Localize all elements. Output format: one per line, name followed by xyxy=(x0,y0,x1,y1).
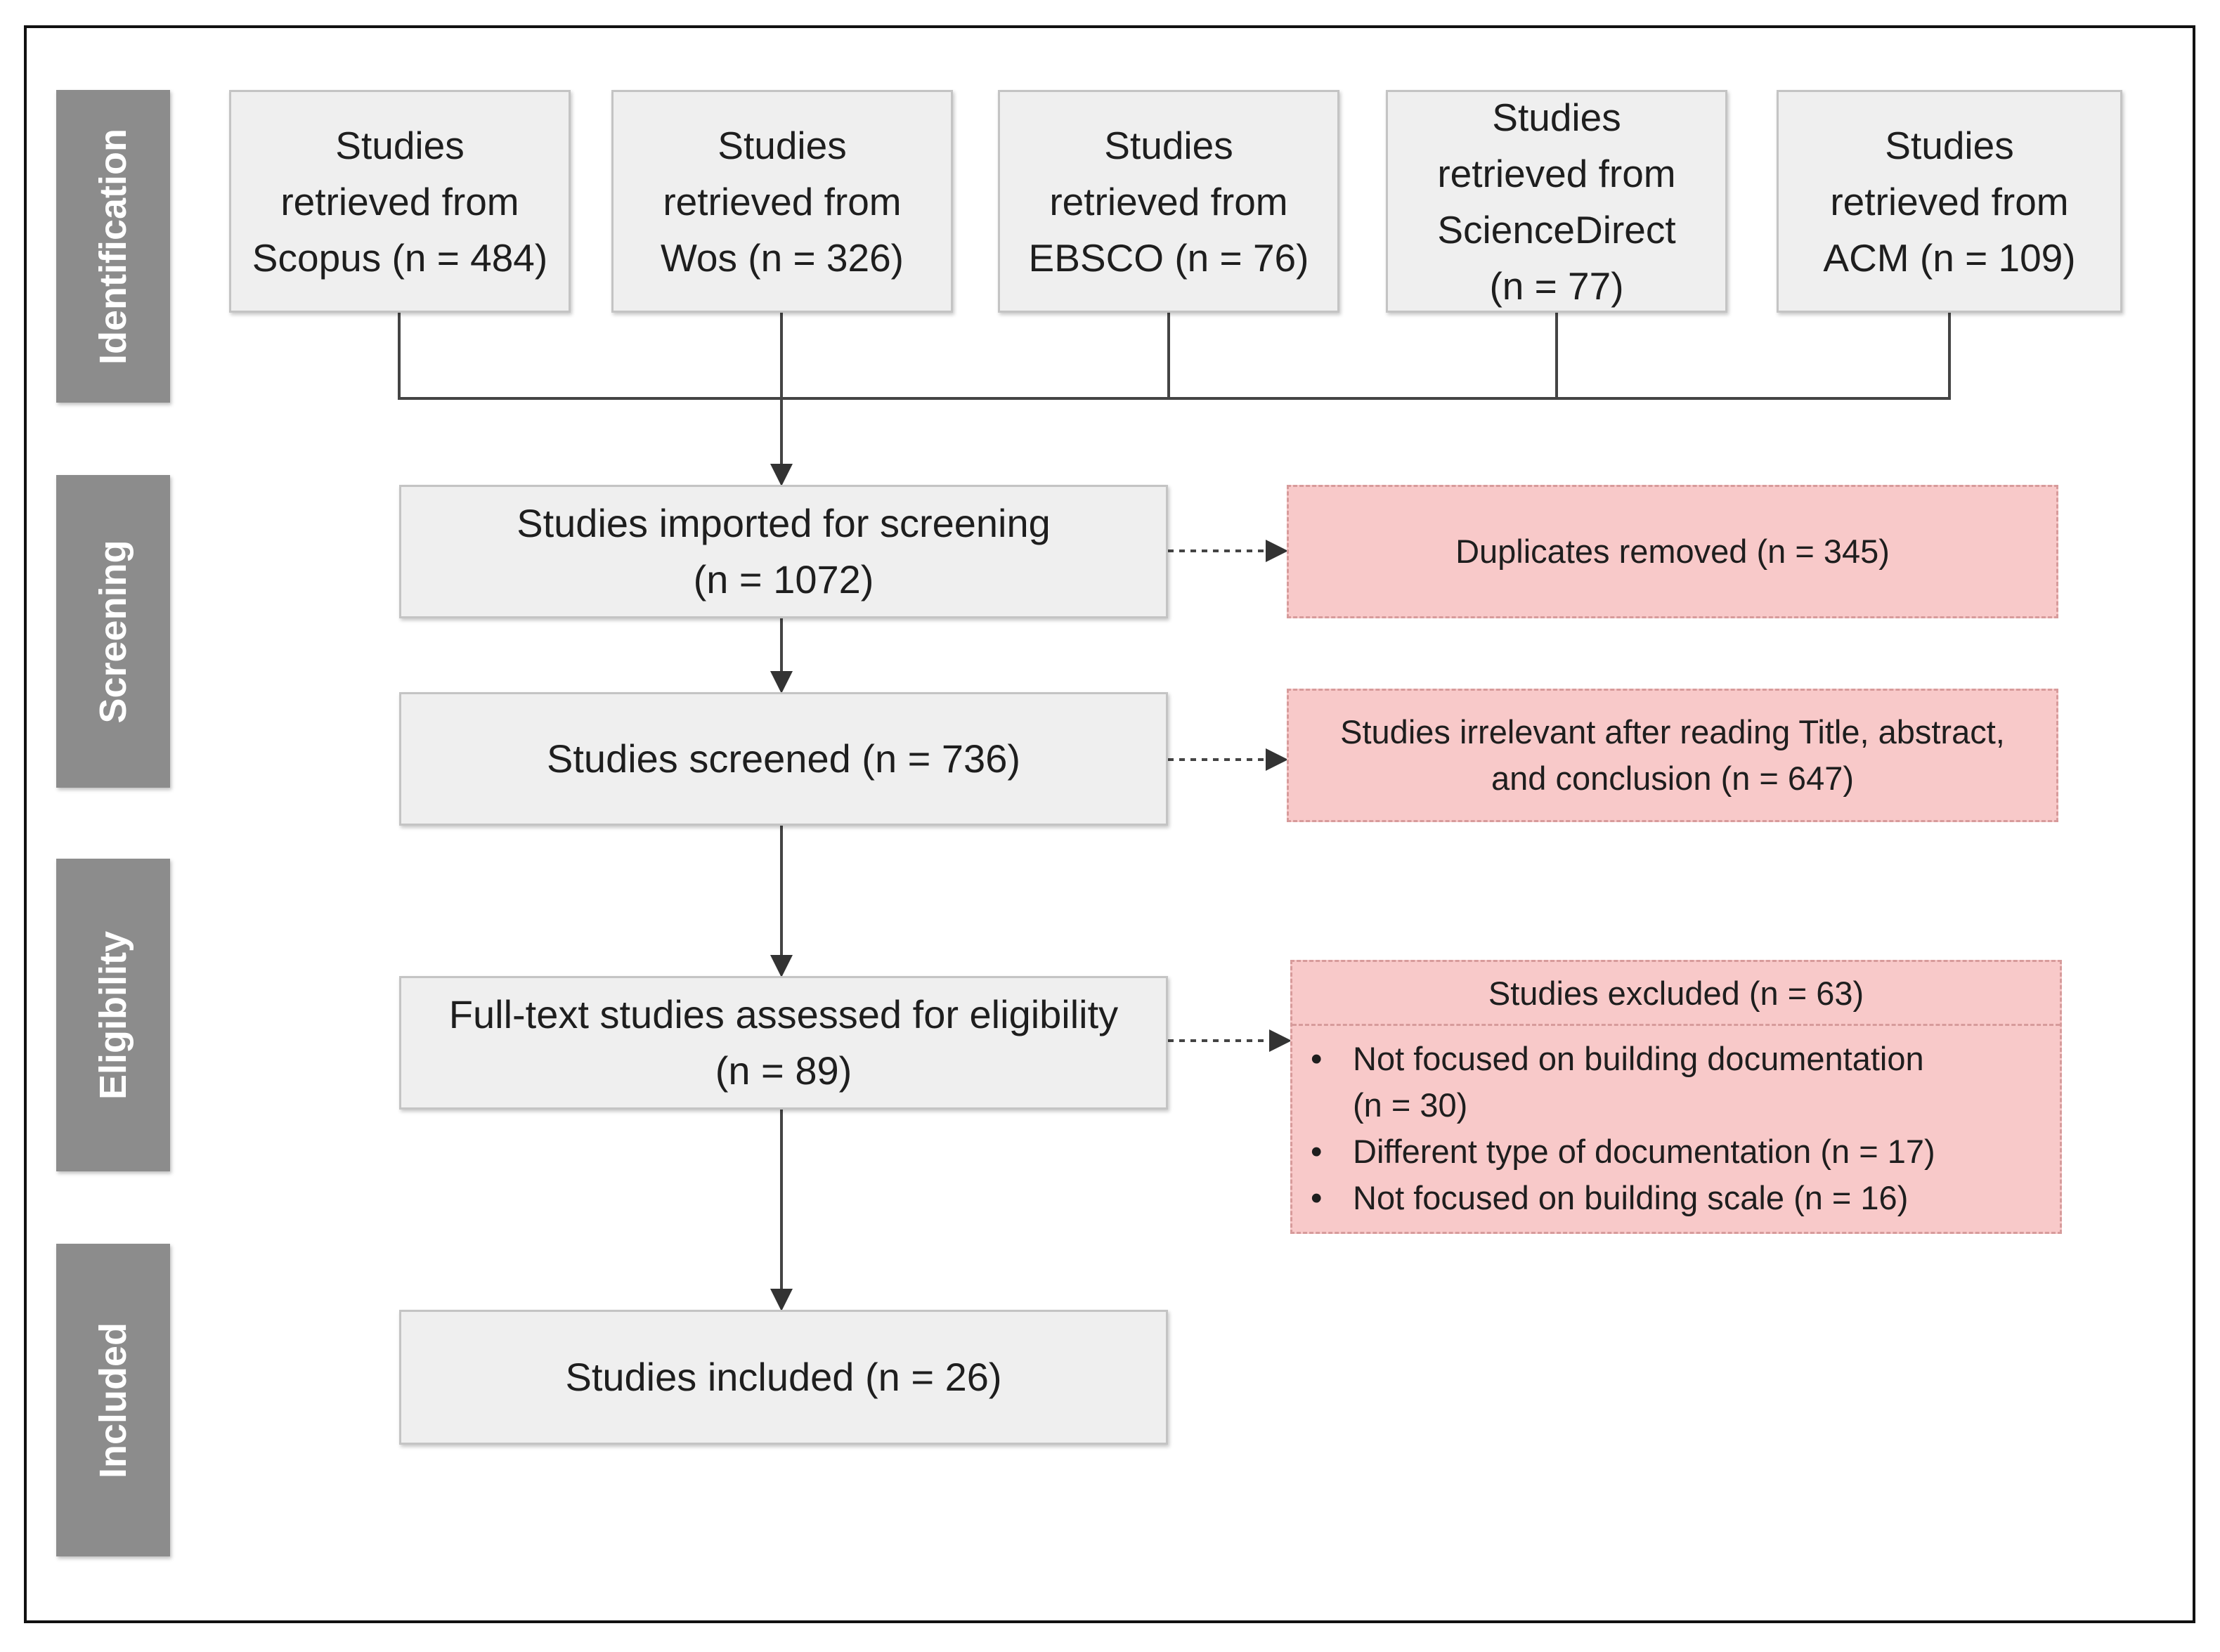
diagram-frame xyxy=(24,25,2195,1623)
bullet-icon: • xyxy=(1311,1179,1323,1216)
fulltext-text: Full-text studies assessed for eligibili… xyxy=(448,992,1119,1093)
duplicates-box: Duplicates removed (n = 345) xyxy=(1287,485,2058,618)
phase-screening: Screening xyxy=(56,475,170,788)
source-acm-text: Studies retrieved from ACM (n = 109) xyxy=(1823,123,2076,280)
bullet-icon: • xyxy=(1311,1133,1323,1170)
source-acm-box: Studies retrieved from ACM (n = 109) xyxy=(1777,90,2122,313)
source-wos-box: Studies retrieved from Wos (n = 326) xyxy=(611,90,953,313)
excluded-item: • Different type of documentation (n = 17… xyxy=(1311,1129,2032,1175)
excluded-item: • Not focused on building scale (n = 16) xyxy=(1311,1175,2032,1221)
included-box: Studies included (n = 26) xyxy=(399,1310,1168,1445)
source-sciencedirect-text: Studies retrieved from ScienceDirect (n … xyxy=(1437,95,1676,308)
excluded-item-text: Not focused on building documentation (n… xyxy=(1353,1040,1924,1124)
source-ebsco-text: Studies retrieved from EBSCO (n = 76) xyxy=(1028,123,1309,280)
excluded-title: Studies excluded (n = 63) xyxy=(1292,962,2060,1026)
excluded-item-text: Different type of documentation (n = 17) xyxy=(1353,1133,1935,1170)
phase-screening-label: Screening xyxy=(92,539,134,724)
excluded-item: • Not focused on building documentation (… xyxy=(1311,1036,2032,1129)
phase-included-label: Included xyxy=(92,1322,134,1478)
irrelevant-text: Studies irrelevant after reading Title, … xyxy=(1340,713,2005,797)
excluded-list: • Not focused on building documentation (… xyxy=(1292,1026,2060,1221)
screened-box: Studies screened (n = 736) xyxy=(399,692,1168,826)
source-sciencedirect-box: Studies retrieved from ScienceDirect (n … xyxy=(1386,90,1727,313)
fulltext-box: Full-text studies assessed for eligibili… xyxy=(399,976,1168,1110)
screened-text: Studies screened (n = 736) xyxy=(547,736,1020,781)
excluded-item-text: Not focused on building scale (n = 16) xyxy=(1353,1179,1909,1216)
duplicates-text: Duplicates removed (n = 345) xyxy=(1455,533,1890,570)
excluded-box: Studies excluded (n = 63) • Not focused o… xyxy=(1290,960,2062,1234)
phase-included: Included xyxy=(56,1244,170,1556)
irrelevant-box: Studies irrelevant after reading Title, … xyxy=(1287,689,2058,822)
bullet-icon: • xyxy=(1311,1040,1323,1077)
source-scopus-text: Studies retrieved from Scopus (n = 484) xyxy=(252,123,548,280)
phase-identification-label: Identification xyxy=(92,128,134,365)
imported-box: Studies imported for screening (n = 1072… xyxy=(399,485,1168,618)
included-text: Studies included (n = 26) xyxy=(565,1355,1002,1399)
imported-text: Studies imported for screening (n = 1072… xyxy=(517,501,1051,601)
phase-eligibility-label: Eligibility xyxy=(92,930,134,1100)
source-wos-text: Studies retrieved from Wos (n = 326) xyxy=(661,123,904,280)
phase-identification: Identification xyxy=(56,90,170,403)
source-ebsco-box: Studies retrieved from EBSCO (n = 76) xyxy=(998,90,1339,313)
phase-eligibility: Eligibility xyxy=(56,859,170,1171)
source-scopus-box: Studies retrieved from Scopus (n = 484) xyxy=(229,90,571,313)
